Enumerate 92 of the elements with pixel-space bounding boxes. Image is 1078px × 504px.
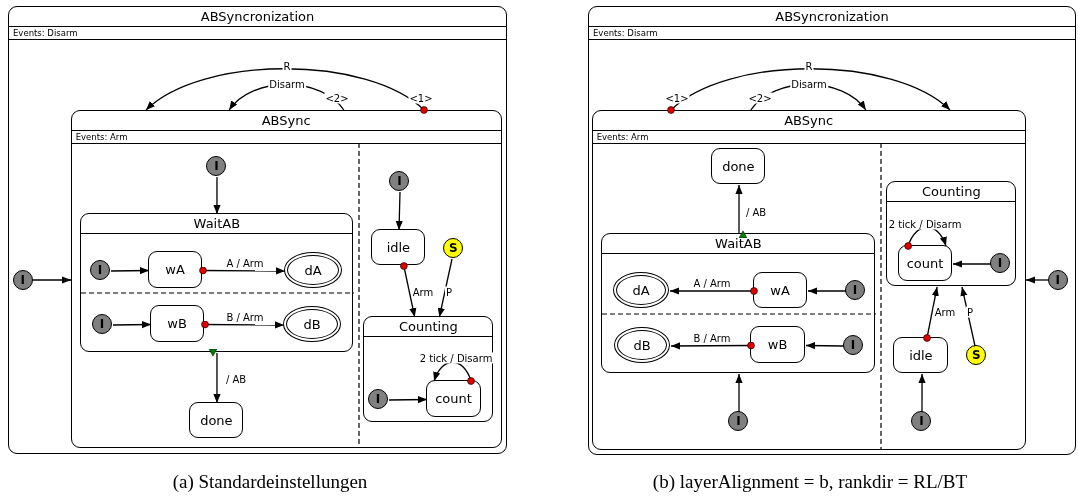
edge-label: / AB: [744, 206, 768, 218]
transition-arrow: [952, 260, 992, 268]
edge-label: 2 tick / Disarm: [418, 352, 494, 364]
edge-label: A / Arm: [692, 277, 732, 289]
final-state: dA: [284, 252, 343, 289]
transition-arrow: [960, 286, 976, 347]
edge-label: 2 tick / Disarm: [887, 218, 963, 230]
edge-label: R: [804, 60, 814, 72]
priority-label: <2>: [747, 92, 773, 104]
pseudo-state-circle: I: [845, 280, 866, 301]
composite-state: [601, 233, 876, 374]
transition-arrow: [208, 348, 221, 404]
transition-arrow: [667, 68, 951, 114]
pseudo-state-circle: I: [728, 411, 749, 432]
state-title: WaitAB: [602, 234, 875, 255]
state-title: WaitAB: [81, 214, 353, 235]
composite-state: [80, 213, 354, 353]
state-box: done: [711, 148, 766, 185]
priority-label: <1>: [408, 92, 434, 104]
transition-arrow: [437, 258, 453, 318]
edge-label: Disarm: [790, 78, 828, 90]
transition-arrow: [923, 286, 939, 342]
pseudo-state-circle: I: [911, 411, 932, 432]
pseudo-state-circle: I: [990, 253, 1011, 274]
composite-state: [70, 109, 502, 448]
events-label: Events: Disarm: [589, 27, 1075, 40]
edge-label: Arm: [933, 306, 957, 318]
transition-arrow: [400, 262, 417, 318]
transition-arrow: [213, 176, 221, 215]
state-box: done: [189, 402, 244, 439]
transition-arrow: [1025, 276, 1049, 284]
pseudo-state-circle: I: [389, 171, 410, 192]
state-box: wA: [148, 251, 203, 289]
composite-state: [591, 109, 1026, 450]
state-box: count: [426, 380, 482, 418]
transition-arrow: [32, 276, 72, 284]
edge-label: B / Arm: [225, 311, 265, 323]
pseudo-state-circle: I: [12, 269, 33, 290]
transition-arrow: [807, 287, 847, 295]
state-title: ABSyncronization: [589, 7, 1075, 27]
pseudo-state-circle: I: [843, 335, 864, 356]
state-title: ABSync: [592, 110, 1025, 131]
transition-arrow: [110, 267, 150, 275]
transition-arrow: [388, 396, 428, 404]
edge-label: Disarm: [268, 78, 306, 90]
edge-label: P: [966, 306, 974, 318]
transition-arrow: [201, 320, 285, 329]
pseudo-state-circle: S: [966, 345, 987, 366]
state-box: wB: [150, 305, 205, 343]
final-state: dB: [283, 306, 342, 343]
edge-label: P: [445, 286, 453, 298]
state-title: ABSyncronization: [9, 7, 506, 27]
pseudo-state-circle: I: [368, 389, 389, 410]
events-label: Events: Arm: [71, 130, 501, 144]
state-box: idle: [371, 229, 426, 266]
final-state: dB: [614, 327, 671, 364]
figure-caption: (b) layerAlignment = b, rankdir = RL/BT: [652, 471, 968, 493]
composite-state: [588, 6, 1076, 455]
transition-arrow: [112, 321, 152, 329]
state-title: Counting: [364, 317, 493, 338]
figure-caption: (a) Standardeinstellungen: [172, 471, 368, 493]
edge-label: Arm: [411, 286, 435, 298]
edge-label: / AB: [224, 373, 248, 385]
state-box: wA: [753, 272, 808, 309]
pseudo-state-circle: I: [90, 260, 111, 281]
edge-label: A / Arm: [225, 257, 265, 269]
transition-arrow: [669, 287, 758, 295]
pseudo-state-circle: I: [92, 314, 113, 335]
state-box: idle: [893, 337, 949, 374]
edge-label: B / Arm: [692, 332, 732, 344]
events-label: Events: Arm: [592, 130, 1025, 144]
composite-state: [8, 6, 507, 454]
transition-arrow: [735, 373, 743, 413]
transition-arrow: [199, 266, 286, 275]
transition-arrow: [670, 341, 755, 350]
transition-arrow: [805, 342, 845, 350]
final-state: dA: [613, 272, 670, 309]
transition-arrow: [735, 184, 748, 239]
priority-label: <1>: [664, 92, 690, 104]
state-title: ABSync: [71, 110, 501, 131]
pseudo-state-circle: S: [443, 238, 464, 259]
events-label: Events: Disarm: [9, 27, 506, 40]
transition-arrow: [395, 191, 403, 231]
state-title: Counting: [887, 182, 1016, 203]
transition-arrow: [145, 68, 428, 114]
transition-arrow: [918, 373, 926, 413]
state-box: wB: [750, 326, 806, 364]
pseudo-state-circle: I: [206, 156, 227, 177]
priority-label: <2>: [324, 92, 350, 104]
pseudo-state-circle: I: [1047, 269, 1068, 290]
edge-label: R: [282, 60, 292, 72]
state-box: count: [898, 245, 953, 282]
